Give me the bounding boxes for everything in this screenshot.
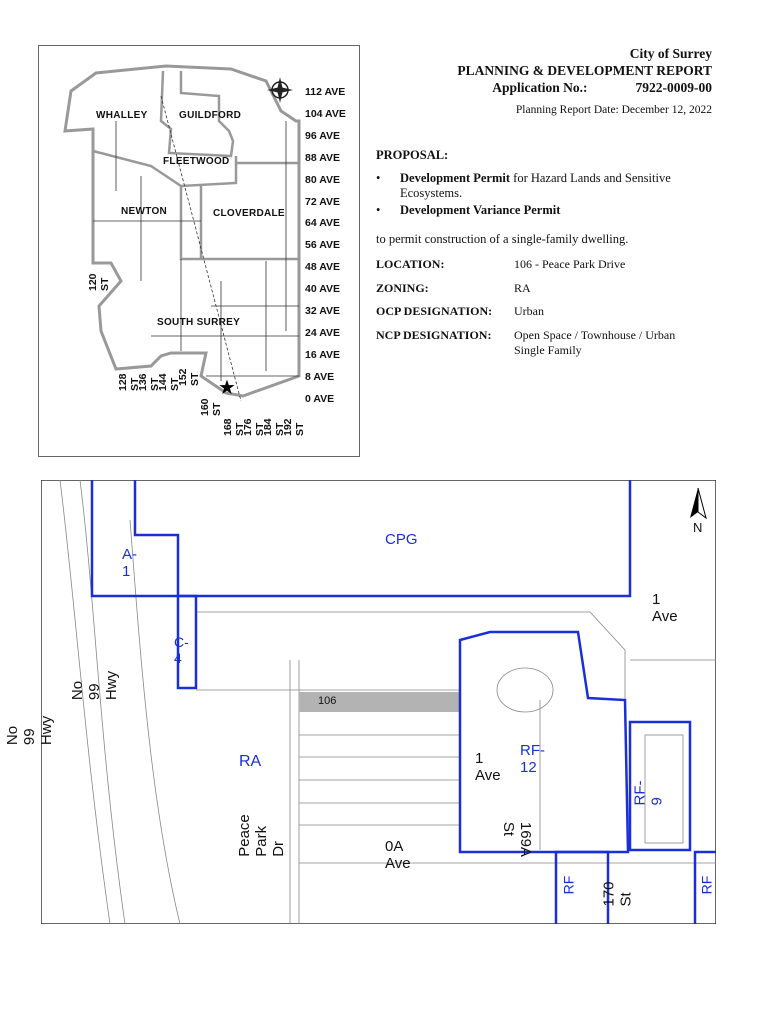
avenue-label: 80 AVE [305, 173, 341, 186]
street-label: 152 ST [177, 368, 201, 386]
zone-label-rf12: RF-12 [520, 742, 545, 776]
road-label-0a-ave: 0A Ave [385, 838, 411, 872]
street-label: 192 ST [282, 418, 306, 436]
proposal-bullet: •Development Permit for Hazard Lands and… [376, 171, 671, 200]
zone-boundaries [90, 480, 716, 924]
proposal-purpose: to permit construction of a single-famil… [376, 232, 629, 246]
detail-label: OCP DESIGNATION: [376, 304, 493, 318]
site-location-star-icon: ★ [218, 377, 236, 399]
avenue-label: 64 AVE [305, 217, 341, 230]
avenue-label: 72 AVE [305, 195, 341, 208]
district-south-surrey: SOUTH SURREY [157, 317, 241, 328]
zone-label-c4: C-4 [174, 634, 189, 666]
detail-row: NCP DESIGNATION: Open Space / Townhouse /… [376, 328, 696, 358]
road-label-hwy-99: No 99 Hwy [4, 715, 56, 746]
proposal-bullet: •Development Variance Permit [376, 203, 561, 217]
proposal-bullets: •Development Permit for Hazard Lands and… [376, 171, 696, 218]
city-name: City of Surrey [629, 46, 712, 61]
street-label: 120 ST [87, 273, 111, 291]
avenue-label: 104 AVE [305, 107, 346, 120]
avenue-label: 112 AVE [305, 86, 346, 98]
district-whalley: WHALLEY [96, 110, 148, 121]
detail-label: NCP DESIGNATION: [376, 327, 492, 342]
avenue-label: 88 AVE [305, 151, 341, 164]
key-map: ★ WHALLEY GUILDFORD FLEETWOOD NEWTON CLO… [38, 45, 360, 457]
district-newton: NEWTON [121, 206, 168, 217]
district-cloverdale: CLOVERDALE [213, 208, 285, 219]
detail-row: OCP DESIGNATION: Urban [376, 304, 696, 328]
bullet-title: Development Variance Permit [400, 203, 561, 217]
compass-rose-icon [267, 77, 293, 103]
street-label: 160 ST [199, 398, 223, 416]
road-label-peace-park-dr: Peace Park Dr [235, 814, 287, 857]
subject-parcel [299, 692, 460, 712]
zone-label-ra: RA [239, 753, 262, 770]
avenue-label: 32 AVE [305, 305, 341, 318]
district-fleetwood: FLEETWOOD [163, 156, 230, 167]
bullet-text: for Hazard Lands and Sensitive Ecosystem… [400, 171, 671, 200]
zone-label-cpg: CPG [385, 531, 418, 548]
application-label: Application No.: [492, 80, 588, 95]
detail-row: LOCATION: 106 - Peace Park Drive [376, 257, 696, 281]
report-title: PLANNING & DEVELOPMENT REPORT [457, 63, 712, 78]
zone-label-rf9: RF-9 [631, 780, 666, 806]
zone-label-rf: RF [698, 875, 715, 895]
road-label-hwy-99: No 99 Hwy [69, 670, 121, 701]
avenue-label: 48 AVE [305, 261, 341, 274]
road-label-169a-st: 169A St [500, 821, 535, 857]
avenue-label: 24 AVE [305, 326, 341, 339]
detail-row: ZONING: RA [376, 281, 696, 305]
detail-value: Urban [514, 304, 544, 318]
road-label-1-ave: 1 Ave [652, 591, 678, 625]
detail-value: RA [514, 280, 531, 295]
road-label-170-st: 170 St [600, 881, 635, 907]
avenue-label: 16 AVE [305, 348, 341, 361]
report-date: Planning Report Date: December 12, 2022 [515, 104, 712, 116]
north-arrow-icon [690, 487, 707, 520]
detail-value: 106 - Peace Park Drive [514, 257, 626, 271]
bullet-title: Development Permit [400, 171, 511, 185]
avenue-label: 0 AVE [305, 392, 335, 405]
zone-label-rf: RF [560, 875, 577, 895]
proposal-heading: PROPOSAL: [376, 148, 449, 162]
north-label: N [693, 520, 703, 535]
avenue-label: 56 AVE [305, 239, 341, 252]
report-header: City of Surrey PLANNING & DEVELOPMENT RE… [457, 45, 712, 96]
site-zoning-map [41, 480, 716, 924]
detail-value: Open Space / Townhouse / Urban Single Fa… [514, 327, 676, 357]
avenue-label: 8 AVE [305, 370, 335, 383]
avenue-label: 96 AVE [305, 129, 341, 142]
avenue-label: 40 AVE [305, 283, 341, 296]
detail-label: ZONING: [376, 280, 429, 295]
zone-label-a1: A-1 [122, 546, 137, 580]
application-line: Application No.: 7922-0009-00 [457, 79, 712, 96]
parcel-label: 106 [318, 695, 337, 707]
details-table: LOCATION: 106 - Peace Park Drive ZONING: R… [376, 257, 696, 358]
road-label-1-ave: 1 Ave [475, 750, 501, 784]
detail-label: LOCATION: [376, 257, 445, 271]
avenue-labels: 112 AVE 104 AVE 96 AVE 88 AVE 80 AVE 72 AVE 64… [305, 82, 346, 411]
key-map-drawing: ★ [63, 64, 301, 402]
application-number: 7922-0009-00 [635, 80, 713, 95]
district-guildford: GUILDFORD [179, 110, 242, 121]
